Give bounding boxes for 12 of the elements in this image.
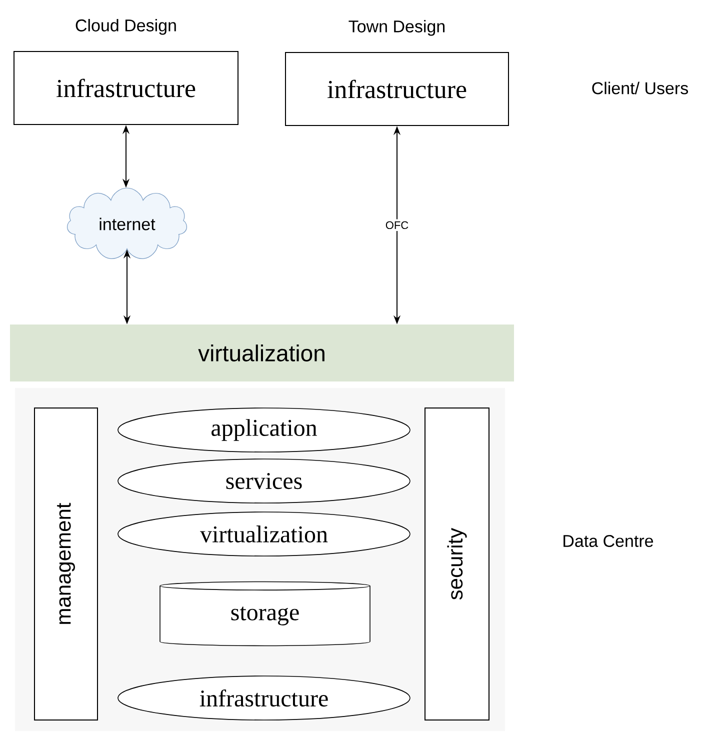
internet-cloud: internet [66,188,188,259]
vertical-box: security [424,408,490,720]
heading: Cloud Design [76,18,176,35]
storage-cylinder: storage [160,581,370,646]
layer-band: virtualization [10,324,514,382]
process-box: infrastructure [285,52,509,126]
side-label: Data Centre [564,534,654,548]
process-box: infrastructure [14,51,238,125]
vertical-box: management [34,408,98,720]
edge-label: OFC [383,219,411,232]
heading: Town Design [348,20,445,36]
side-label: Client/ Users [592,82,688,94]
